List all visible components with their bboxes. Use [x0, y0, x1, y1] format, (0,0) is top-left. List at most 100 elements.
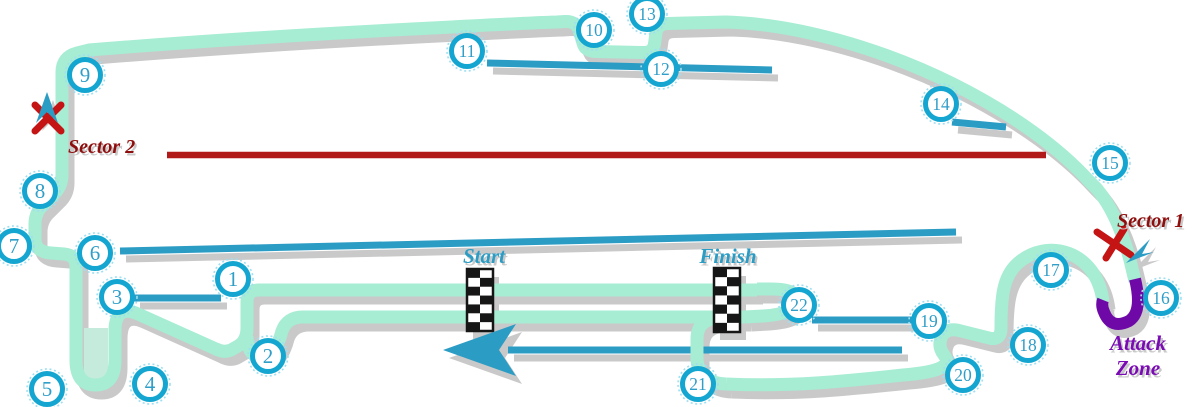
turn-badge-11-number: 11 — [459, 41, 476, 61]
turn-badge-12-ring — [643, 51, 679, 87]
turn-badge-22-number: 22 — [790, 295, 808, 315]
finish-line-checker-cell — [714, 268, 727, 278]
finish-line-checker-cell — [727, 277, 740, 287]
turn-badge-2-number: 2 — [263, 344, 274, 368]
turn-badge-3: 3 — [96, 276, 138, 318]
turn-badge-1-outer-ring — [212, 258, 254, 300]
turn-badge-13-outer-ring — [626, 0, 668, 35]
turn-badge-15-ring — [1092, 145, 1128, 181]
attack-zone-label-line2-shadow: Zone — [1117, 359, 1162, 383]
start-line-checker-cell — [480, 277, 493, 287]
finish-line-checker-cell — [714, 286, 727, 296]
sector2-label-shadow: Sector 2 — [70, 139, 137, 161]
turn-badge-10-outer-ring — [573, 9, 615, 51]
turn-badge-7: 7 — [0, 225, 35, 267]
turn-badge-22-ring — [781, 287, 817, 323]
turn-badge-17-ring — [1033, 252, 1069, 288]
turn-badge-21-ring — [680, 366, 716, 402]
turn-badge-6-outer-ring — [74, 232, 116, 274]
turn-badge-16-ring — [1143, 280, 1179, 316]
start-line-checker-cell — [467, 286, 480, 296]
start-line-checker-cell — [467, 269, 480, 278]
turn-badge-4-number: 4 — [145, 372, 156, 396]
track-road-5 — [725, 243, 1110, 392]
sector2-mark — [31, 101, 65, 135]
arrow-shadow — [1132, 247, 1160, 271]
turn-badge-4: 4 — [129, 363, 171, 405]
turn-badge-14: 14 — [920, 83, 962, 125]
start-line-checker-cell — [480, 313, 493, 323]
turn-badge-13-ring — [629, 0, 665, 32]
turn-badge-12: 12 — [640, 48, 682, 90]
finish-line-checker-cell — [727, 295, 740, 305]
turn-badge-12-outer-ring — [640, 48, 682, 90]
direction-arrow-sector2 — [36, 92, 58, 123]
turn-badge-11-ring — [449, 33, 485, 69]
turn-badge-2-outer-ring — [247, 335, 289, 377]
turn-badge-17: 17 — [1030, 249, 1072, 291]
turn-badge-4-ring — [132, 366, 168, 402]
turn-badge-5-number: 5 — [42, 377, 53, 401]
turn-badge-14-outer-ring — [920, 83, 962, 125]
turn-badge-19-number: 19 — [920, 311, 938, 331]
turn-badge-11: 11 — [446, 30, 488, 72]
turn-badge-6: 6 — [74, 232, 116, 274]
turn-badge-13: 13 — [626, 0, 668, 35]
aux-line-shadow — [957, 126, 1013, 139]
turn-badge-15-outer-ring — [1089, 142, 1131, 184]
turn-badge-20-outer-ring — [942, 354, 984, 396]
start-line-checker-cell — [480, 295, 493, 305]
turn-badge-9: 9 — [64, 54, 106, 96]
sector1-label-shadow: Sector 1 — [1119, 213, 1186, 235]
sector2-label: Sector 2 — [68, 136, 135, 158]
turn-badge-2-ring — [250, 338, 286, 374]
turn-badge-18-outer-ring — [1007, 324, 1049, 366]
turn-badge-19-outer-ring — [908, 300, 950, 342]
turn-badge-15: 15 — [1089, 142, 1131, 184]
aux-line-shadow — [492, 67, 779, 82]
turn-badge-9-number: 9 — [80, 63, 91, 87]
turn-badge-14-number: 14 — [932, 94, 950, 114]
turn-badge-9-ring — [67, 57, 103, 93]
turn-badge-20: 20 — [942, 354, 984, 396]
turn-badge-3-number: 3 — [112, 285, 123, 309]
finish-line-checker-cell — [714, 322, 727, 332]
turn-badge-18-ring — [1010, 327, 1046, 363]
turn-badge-16-number: 16 — [1152, 288, 1170, 308]
start-line-checker-cell — [467, 304, 480, 314]
turn-badge-5-outer-ring — [26, 368, 68, 407]
turn-badge-16: 16 — [1140, 277, 1182, 319]
start-line-checker — [465, 267, 495, 333]
turn-badge-11-outer-ring — [446, 30, 488, 72]
turn-badge-1-number: 1 — [228, 267, 239, 291]
sector1-label: Sector 1 — [1117, 210, 1184, 232]
turn-badge-7-outer-ring — [0, 225, 35, 267]
turn-badge-17-number: 17 — [1042, 260, 1060, 280]
turn-badge-21: 21 — [677, 363, 719, 405]
turn-badge-13-number: 13 — [638, 4, 656, 24]
turn-badge-17-outer-ring — [1030, 249, 1072, 291]
direction-arrow-sector1 — [1126, 239, 1154, 263]
finish-line-checker-cell — [727, 313, 740, 323]
attack-zone-segment — [1096, 277, 1144, 330]
turn-badge-6-number: 6 — [90, 241, 101, 265]
turn-badge-6-ring — [77, 235, 113, 271]
turn-badge-7-ring — [0, 228, 32, 264]
sector1-mark — [1093, 225, 1135, 262]
turn-badge-21-number: 21 — [689, 374, 707, 394]
turn-badge-4-outer-ring — [129, 363, 171, 405]
turn-badge-8-number: 8 — [35, 179, 46, 203]
road-shadow — [731, 251, 1116, 400]
start-line-checker-cell — [467, 322, 480, 331]
attack-zone-label-line2: Zone — [1115, 356, 1160, 380]
turn-badge-12-number: 12 — [652, 59, 670, 79]
turn-badge-8-outer-ring — [19, 170, 61, 212]
turn-badge-7-number: 7 — [9, 234, 20, 258]
turn-badge-19-ring — [911, 303, 947, 339]
turn-badge-8: 8 — [19, 170, 61, 212]
finish-line-checker — [712, 266, 742, 334]
start-label: Start — [463, 244, 506, 268]
turn-badge-19: 19 — [908, 300, 950, 342]
attack-zone-label-line1: Attack — [1108, 331, 1166, 355]
